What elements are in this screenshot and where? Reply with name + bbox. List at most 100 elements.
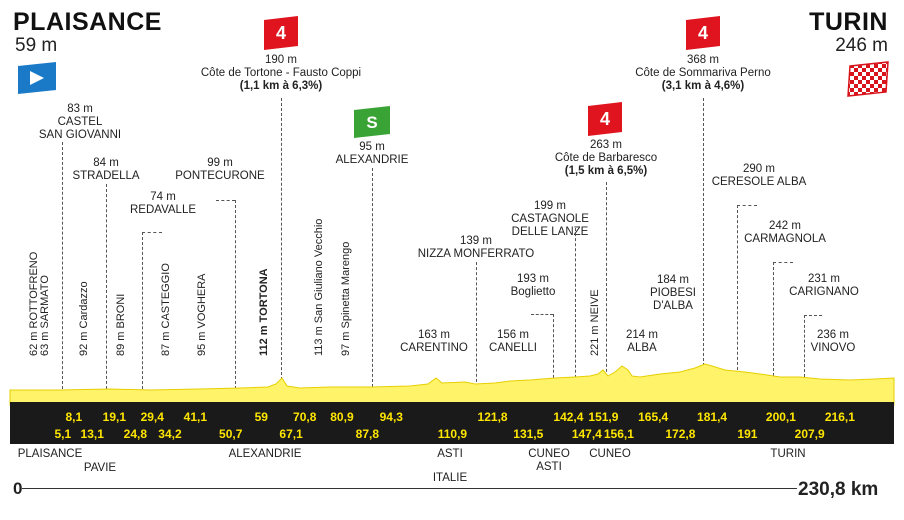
km-marker: 94,3	[379, 410, 403, 424]
leader-line	[804, 315, 822, 316]
leader-line	[606, 182, 607, 382]
km-marker: 207,9	[794, 427, 825, 441]
leader-line	[804, 315, 805, 377]
km-marker: 41,1	[183, 410, 208, 424]
sprint-label: 95 m ALEXANDRIE	[335, 141, 409, 166]
region-label: TURIN	[770, 448, 806, 460]
km-marker: 24,8	[123, 427, 148, 441]
leader-line	[235, 200, 236, 394]
leader-line	[372, 168, 373, 392]
km-marker: 121,8	[477, 410, 508, 424]
climb-category-4-icon: 4	[686, 16, 720, 50]
region-label: ALEXANDRIE	[228, 448, 302, 460]
km-marker: 191	[737, 427, 758, 441]
distance-start: 0	[13, 479, 23, 498]
climb-category-4-icon: 4	[264, 16, 298, 50]
km-marker: 172,8	[665, 427, 696, 441]
km-marker: 142,4	[553, 410, 584, 424]
region-label: PLAISANCE	[17, 448, 83, 460]
leader-line	[106, 184, 107, 394]
svg-text:4: 4	[698, 23, 708, 43]
km-marker: 87,8	[355, 427, 380, 441]
leader-line	[476, 262, 477, 392]
region-label: ASTI	[437, 448, 463, 460]
place-label-vertical: 112 m TORTONA	[258, 268, 270, 356]
climb-label: 190 m Côte de Tortone - Fausto Coppi (1,…	[200, 54, 362, 92]
place-label-vertical: 113 m San Giuliano Vecchio	[313, 218, 325, 356]
climb-category-4-icon: 4	[588, 102, 622, 136]
elevation-profile	[9, 363, 895, 406]
km-marker: 13,1	[80, 427, 104, 441]
finish-flag-icon	[847, 61, 889, 97]
svg-text:S: S	[366, 113, 377, 132]
place-label-vertical: 89 m BRONI	[115, 293, 127, 356]
km-marker: 70,8	[293, 410, 317, 424]
km-marker: 165,4	[638, 410, 669, 424]
km-marker: 8,1	[65, 410, 83, 424]
leader-line	[575, 228, 576, 388]
km-marker: 19,1	[102, 410, 127, 424]
leader-line	[281, 98, 282, 390]
region-label: CUNEO ASTI	[528, 448, 570, 473]
km-marker: 110,9	[437, 427, 468, 441]
km-marker: 59	[254, 410, 268, 424]
finish-city: TURIN	[809, 8, 888, 36]
svg-text:4: 4	[276, 23, 286, 43]
finish-altitude: 246 m	[835, 35, 888, 56]
km-marker: 50,7	[219, 427, 243, 441]
place-label-vertical: 97 m Spinetta Marengo	[340, 241, 352, 356]
leader-line	[737, 205, 757, 206]
km-marker: 147,4	[571, 427, 602, 441]
km-marker: 34,2	[158, 427, 182, 441]
place-label-vertical: 87 m CASTEGGIO	[160, 263, 172, 356]
km-marker: 181,4	[697, 410, 728, 424]
climb-label: 368 m Côte de Sommariva Perno (3,1 km à …	[635, 54, 771, 92]
leader-line	[142, 232, 162, 233]
leader-line	[216, 200, 235, 201]
km-marker: 151,9	[588, 410, 619, 424]
place-label-vertical: 95 m VOGHERA	[196, 273, 208, 356]
country-label: ITALIE	[432, 472, 468, 484]
km-marker: 5,1	[54, 427, 72, 441]
km-marker: 156,1	[603, 427, 634, 441]
place-label-vertical: 221 m NEIVE	[589, 289, 601, 356]
leader-line	[737, 205, 738, 375]
km-marker: 131,5	[513, 427, 544, 441]
km-marker: 67,1	[279, 427, 303, 441]
sprint-icon: S	[354, 106, 390, 138]
leader-line	[773, 262, 774, 376]
region-label: CUNEO	[589, 448, 631, 460]
start-city: PLAISANCE	[13, 8, 162, 36]
leader-line	[703, 98, 704, 366]
place-label-vertical: 92 m Cardazzo	[78, 281, 90, 356]
leader-line	[553, 314, 554, 388]
distance-axis	[22, 488, 797, 489]
svg-text:4: 4	[600, 109, 610, 129]
start-altitude: 59 m	[15, 35, 58, 56]
leader-line	[62, 142, 63, 394]
region-label: PAVIE	[83, 462, 117, 474]
km-marker: 80,9	[330, 410, 354, 424]
place-label-vertical: 63 m SARMATO	[39, 275, 51, 356]
km-marker: 29,4	[140, 410, 164, 424]
km-marker: 200,1	[765, 410, 796, 424]
leader-line	[531, 314, 553, 315]
start-flag-icon	[18, 62, 56, 94]
leader-line	[773, 262, 793, 263]
leader-line	[142, 232, 143, 394]
km-marker: 216,1	[824, 410, 855, 424]
